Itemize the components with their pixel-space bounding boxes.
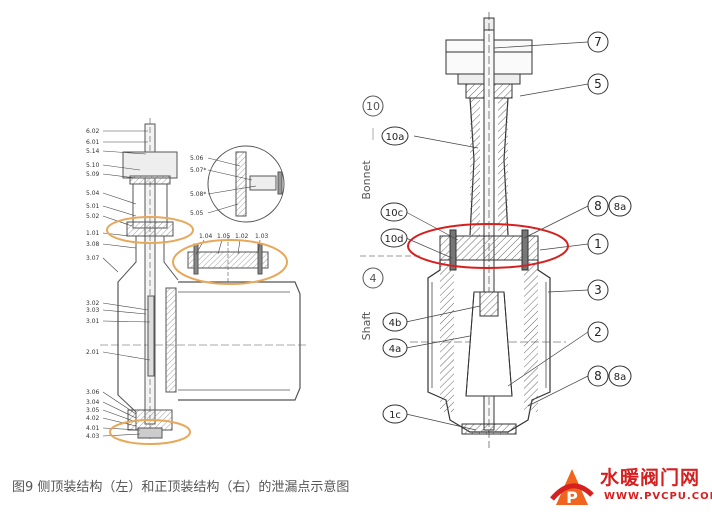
- callout-1: 1: [587, 233, 609, 255]
- svg-text:8a: 8a: [614, 372, 627, 383]
- callout-1c: 1c: [382, 404, 408, 424]
- label-3-04: 3.04: [86, 399, 100, 406]
- svg-text:2: 2: [594, 325, 602, 339]
- label-2-01: 2.01: [86, 349, 100, 356]
- svg-text:4b: 4b: [389, 318, 402, 329]
- label-3-07: 3.07: [86, 255, 100, 262]
- label-3-08: 3.08: [86, 241, 100, 248]
- label-6-02: 6.02: [86, 128, 100, 135]
- svg-text:10d: 10d: [384, 234, 403, 245]
- svg-text:P: P: [566, 488, 578, 507]
- label-1-05: 1.05: [217, 233, 231, 240]
- label-4-03: 4.03: [86, 433, 100, 440]
- callout-4b: 4b: [382, 312, 408, 332]
- label-3-01: 3.01: [86, 318, 100, 325]
- svg-text:1: 1: [594, 237, 602, 251]
- section-number-circle-bonnet: [362, 95, 384, 117]
- label-5-02: 5.02: [86, 213, 100, 220]
- label-5-05: 5.05: [190, 210, 204, 217]
- label-1-03: 1.03: [255, 233, 269, 240]
- leak-ellipse-side-cover: [172, 239, 288, 285]
- label-5-06: 5.06: [190, 155, 204, 162]
- label-4-01: 4.01: [86, 425, 100, 432]
- pv-logo-icon: P: [550, 469, 594, 507]
- label-3-05: 3.05: [86, 407, 100, 414]
- label-1-01: 1.01: [86, 230, 100, 237]
- label-3-06: 3.06: [86, 389, 100, 396]
- callout-2: 2: [587, 321, 609, 343]
- leak-ellipse-bonnet-flange: [407, 223, 569, 269]
- leak-ellipse-bottom: [109, 419, 191, 445]
- label-5-01: 5.01: [86, 203, 100, 210]
- callout-5: 5: [587, 73, 609, 95]
- svg-text:7: 7: [594, 35, 602, 49]
- label-1-04: 1.04: [199, 233, 213, 240]
- logo-chinese-text: 水暖阀门网: [600, 467, 701, 489]
- svg-text:8: 8: [594, 199, 602, 213]
- label-3-02: 3.02: [86, 300, 100, 307]
- callout-8-top: 8: [587, 195, 609, 217]
- svg-text:4a: 4a: [389, 344, 402, 355]
- callout-8-bottom: 8: [587, 365, 609, 387]
- label-5-04: 5.04: [86, 190, 100, 197]
- label-4-02: 4.02: [86, 415, 100, 422]
- logo-url-text: WWW.PVCPU.COM: [604, 491, 712, 502]
- section-number-circle-shaft: [362, 267, 384, 289]
- section-number-bonnet: 10: [366, 100, 380, 113]
- left-leak-highlights: [106, 216, 288, 445]
- label-5-07: 5.07*: [190, 167, 206, 174]
- label-1-02: 1.02: [235, 233, 249, 240]
- right-left-callouts: 10a 10c 10d 4b 4a 1c: [380, 126, 409, 424]
- left-drawing-labels: 6.02 6.01 5.14 5.10 5.09 5.04 5.01 5.02 …: [86, 128, 269, 440]
- callout-4a: 4a: [382, 338, 408, 358]
- section-number-shaft: 4: [370, 272, 377, 285]
- callout-10a: 10a: [381, 126, 409, 146]
- svg-text:8: 8: [594, 369, 602, 383]
- label-5-14: 5.14: [86, 148, 100, 155]
- site-logo: P 水暖阀门网 WWW.PVCPU.COM: [548, 463, 712, 513]
- svg-text:8a: 8a: [614, 202, 627, 213]
- svg-text:10c: 10c: [385, 208, 403, 219]
- svg-text:5: 5: [594, 77, 602, 91]
- label-6-01: 6.01: [86, 139, 100, 146]
- callout-8a-bottom: 8a: [608, 365, 632, 387]
- callout-10c: 10c: [380, 202, 408, 222]
- callout-10d: 10d: [380, 228, 408, 248]
- callout-8a-top: 8a: [608, 195, 632, 217]
- label-5-10: 5.10: [86, 162, 100, 169]
- label-5-09: 5.09: [86, 171, 100, 178]
- label-5-08: 5.08*: [190, 191, 206, 198]
- svg-text:10a: 10a: [386, 132, 405, 143]
- svg-text:1c: 1c: [389, 410, 401, 421]
- right-valve-drawing: [360, 12, 589, 448]
- svg-text:3: 3: [594, 283, 602, 297]
- label-3-03: 3.03: [86, 307, 100, 314]
- right-section-labels: 10 Bonnet 4 Shaft: [360, 95, 384, 340]
- leak-ellipse-bonnet: [106, 216, 194, 244]
- callout-3: 3: [587, 279, 609, 301]
- figure-caption: 图9 侧顶装结构（左）和正顶装结构（右）的泄漏点示意图: [12, 480, 350, 495]
- right-right-callouts: 7 5 8 8a 1 3 2 8 8a: [587, 31, 632, 387]
- callout-7: 7: [587, 31, 609, 53]
- section-label-shaft: Shaft: [360, 311, 373, 340]
- section-label-bonnet: Bonnet: [360, 160, 373, 200]
